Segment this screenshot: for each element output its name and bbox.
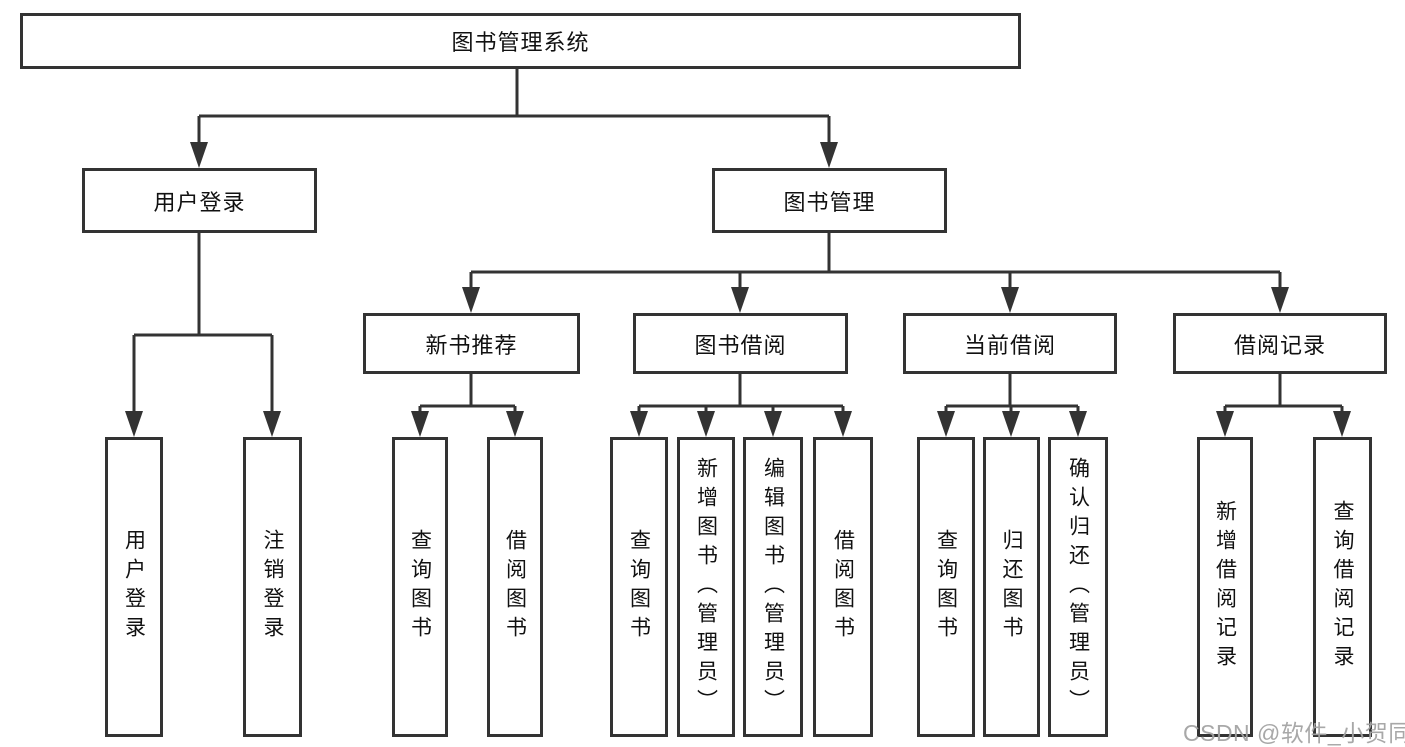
leaf-label: 新增图书（管理员） xyxy=(694,456,718,718)
node-book-borrowing: 图书借阅 xyxy=(633,313,848,374)
arrowhead-icon xyxy=(1002,411,1020,437)
leaf-label: 借阅图书 xyxy=(831,529,855,645)
node-label: 借阅记录 xyxy=(1233,332,1326,358)
arrowhead-icon xyxy=(1001,287,1019,313)
connector-line xyxy=(637,374,845,431)
leaf-query-books-borrowing: 查询图书 xyxy=(610,437,668,737)
leaf-query-borrow-record: 查询借阅记录 xyxy=(1313,437,1372,737)
leaf-return-books: 归还图书 xyxy=(983,437,1040,737)
arrowhead-icon xyxy=(1069,411,1087,437)
connector-line xyxy=(418,374,517,431)
leaf-label: 归还图书 xyxy=(1000,529,1023,645)
arrowhead-icon xyxy=(1333,411,1351,437)
leaf-add-borrow-record: 新增借阅记录 xyxy=(1197,437,1253,737)
connector-line xyxy=(132,233,274,431)
leaf-user-login: 用户登录 xyxy=(105,437,163,737)
leaf-label: 新增借阅记录 xyxy=(1213,500,1237,674)
leaf-edit-book-admin: 编辑图书（管理员） xyxy=(743,437,803,737)
connector-new-book-to-leaves xyxy=(411,374,524,437)
connector-root-to-level2 xyxy=(190,69,838,168)
leaf-borrow-books-newbook: 借阅图书 xyxy=(487,437,543,737)
node-borrow-records: 借阅记录 xyxy=(1173,313,1387,374)
node-label: 图书借阅 xyxy=(694,332,787,358)
leaf-label: 注销登录 xyxy=(261,529,284,645)
leaf-label: 查询图书 xyxy=(408,529,432,645)
leaf-label: 确认归还（管理员） xyxy=(1066,456,1090,718)
leaf-label: 查询图书 xyxy=(627,529,651,645)
leaf-label: 查询借阅记录 xyxy=(1331,500,1354,674)
csdn-watermark: CSDN @软件_小贺同学 xyxy=(1183,720,1405,746)
arrowhead-icon xyxy=(820,142,838,168)
connector-line xyxy=(197,69,831,162)
leaf-confirm-return-admin: 确认归还（管理员） xyxy=(1048,437,1108,737)
connector-book-borrow-to-leaves xyxy=(630,374,852,437)
arrowhead-icon xyxy=(834,411,852,437)
node-label: 用户登录 xyxy=(153,189,246,215)
node-current-borrowing: 当前借阅 xyxy=(903,313,1117,374)
arrowhead-icon xyxy=(1271,287,1289,313)
arrowhead-icon xyxy=(190,142,208,168)
arrowhead-icon xyxy=(411,411,429,437)
leaf-borrow-books-borrowing: 借阅图书 xyxy=(813,437,873,737)
arrowhead-icon xyxy=(263,411,281,437)
connector-user-login-to-leaves xyxy=(125,233,281,437)
arrowhead-icon xyxy=(125,411,143,437)
leaf-logout: 注销登录 xyxy=(243,437,302,737)
arrowhead-icon xyxy=(764,411,782,437)
leaf-label: 借阅图书 xyxy=(503,529,527,645)
leaf-label: 编辑图书（管理员） xyxy=(761,456,785,718)
leaf-query-books-newbook: 查询图书 xyxy=(392,437,448,737)
connector-book-mgmt-to-level3 xyxy=(462,233,1289,313)
connector-current-borrow-to-leaves xyxy=(937,374,1087,437)
node-label: 图书管理 xyxy=(783,189,876,215)
connector-line xyxy=(1223,374,1344,431)
connector-line xyxy=(469,233,1282,307)
node-book-management: 图书管理 xyxy=(712,168,947,233)
arrowhead-icon xyxy=(462,287,480,313)
node-label: 图书管理系统 xyxy=(451,30,590,55)
node-label: 当前借阅 xyxy=(963,332,1056,358)
arrowhead-icon xyxy=(731,287,749,313)
node-new-book-recommend: 新书推荐 xyxy=(363,313,580,374)
leaf-query-books-current: 查询图书 xyxy=(917,437,975,737)
node-user-login: 用户登录 xyxy=(82,168,317,233)
arrowhead-icon xyxy=(937,411,955,437)
arrowhead-icon xyxy=(506,411,524,437)
leaf-label: 用户登录 xyxy=(122,529,146,645)
leaf-label: 查询图书 xyxy=(934,529,958,645)
arrowhead-icon xyxy=(1216,411,1234,437)
arrowhead-icon xyxy=(697,411,715,437)
connector-borrow-record-to-leaves xyxy=(1216,374,1351,437)
arrowhead-icon xyxy=(630,411,648,437)
leaf-add-book-admin: 新增图书（管理员） xyxy=(677,437,735,737)
node-label: 新书推荐 xyxy=(425,332,518,358)
node-root-system: 图书管理系统 xyxy=(20,13,1021,69)
